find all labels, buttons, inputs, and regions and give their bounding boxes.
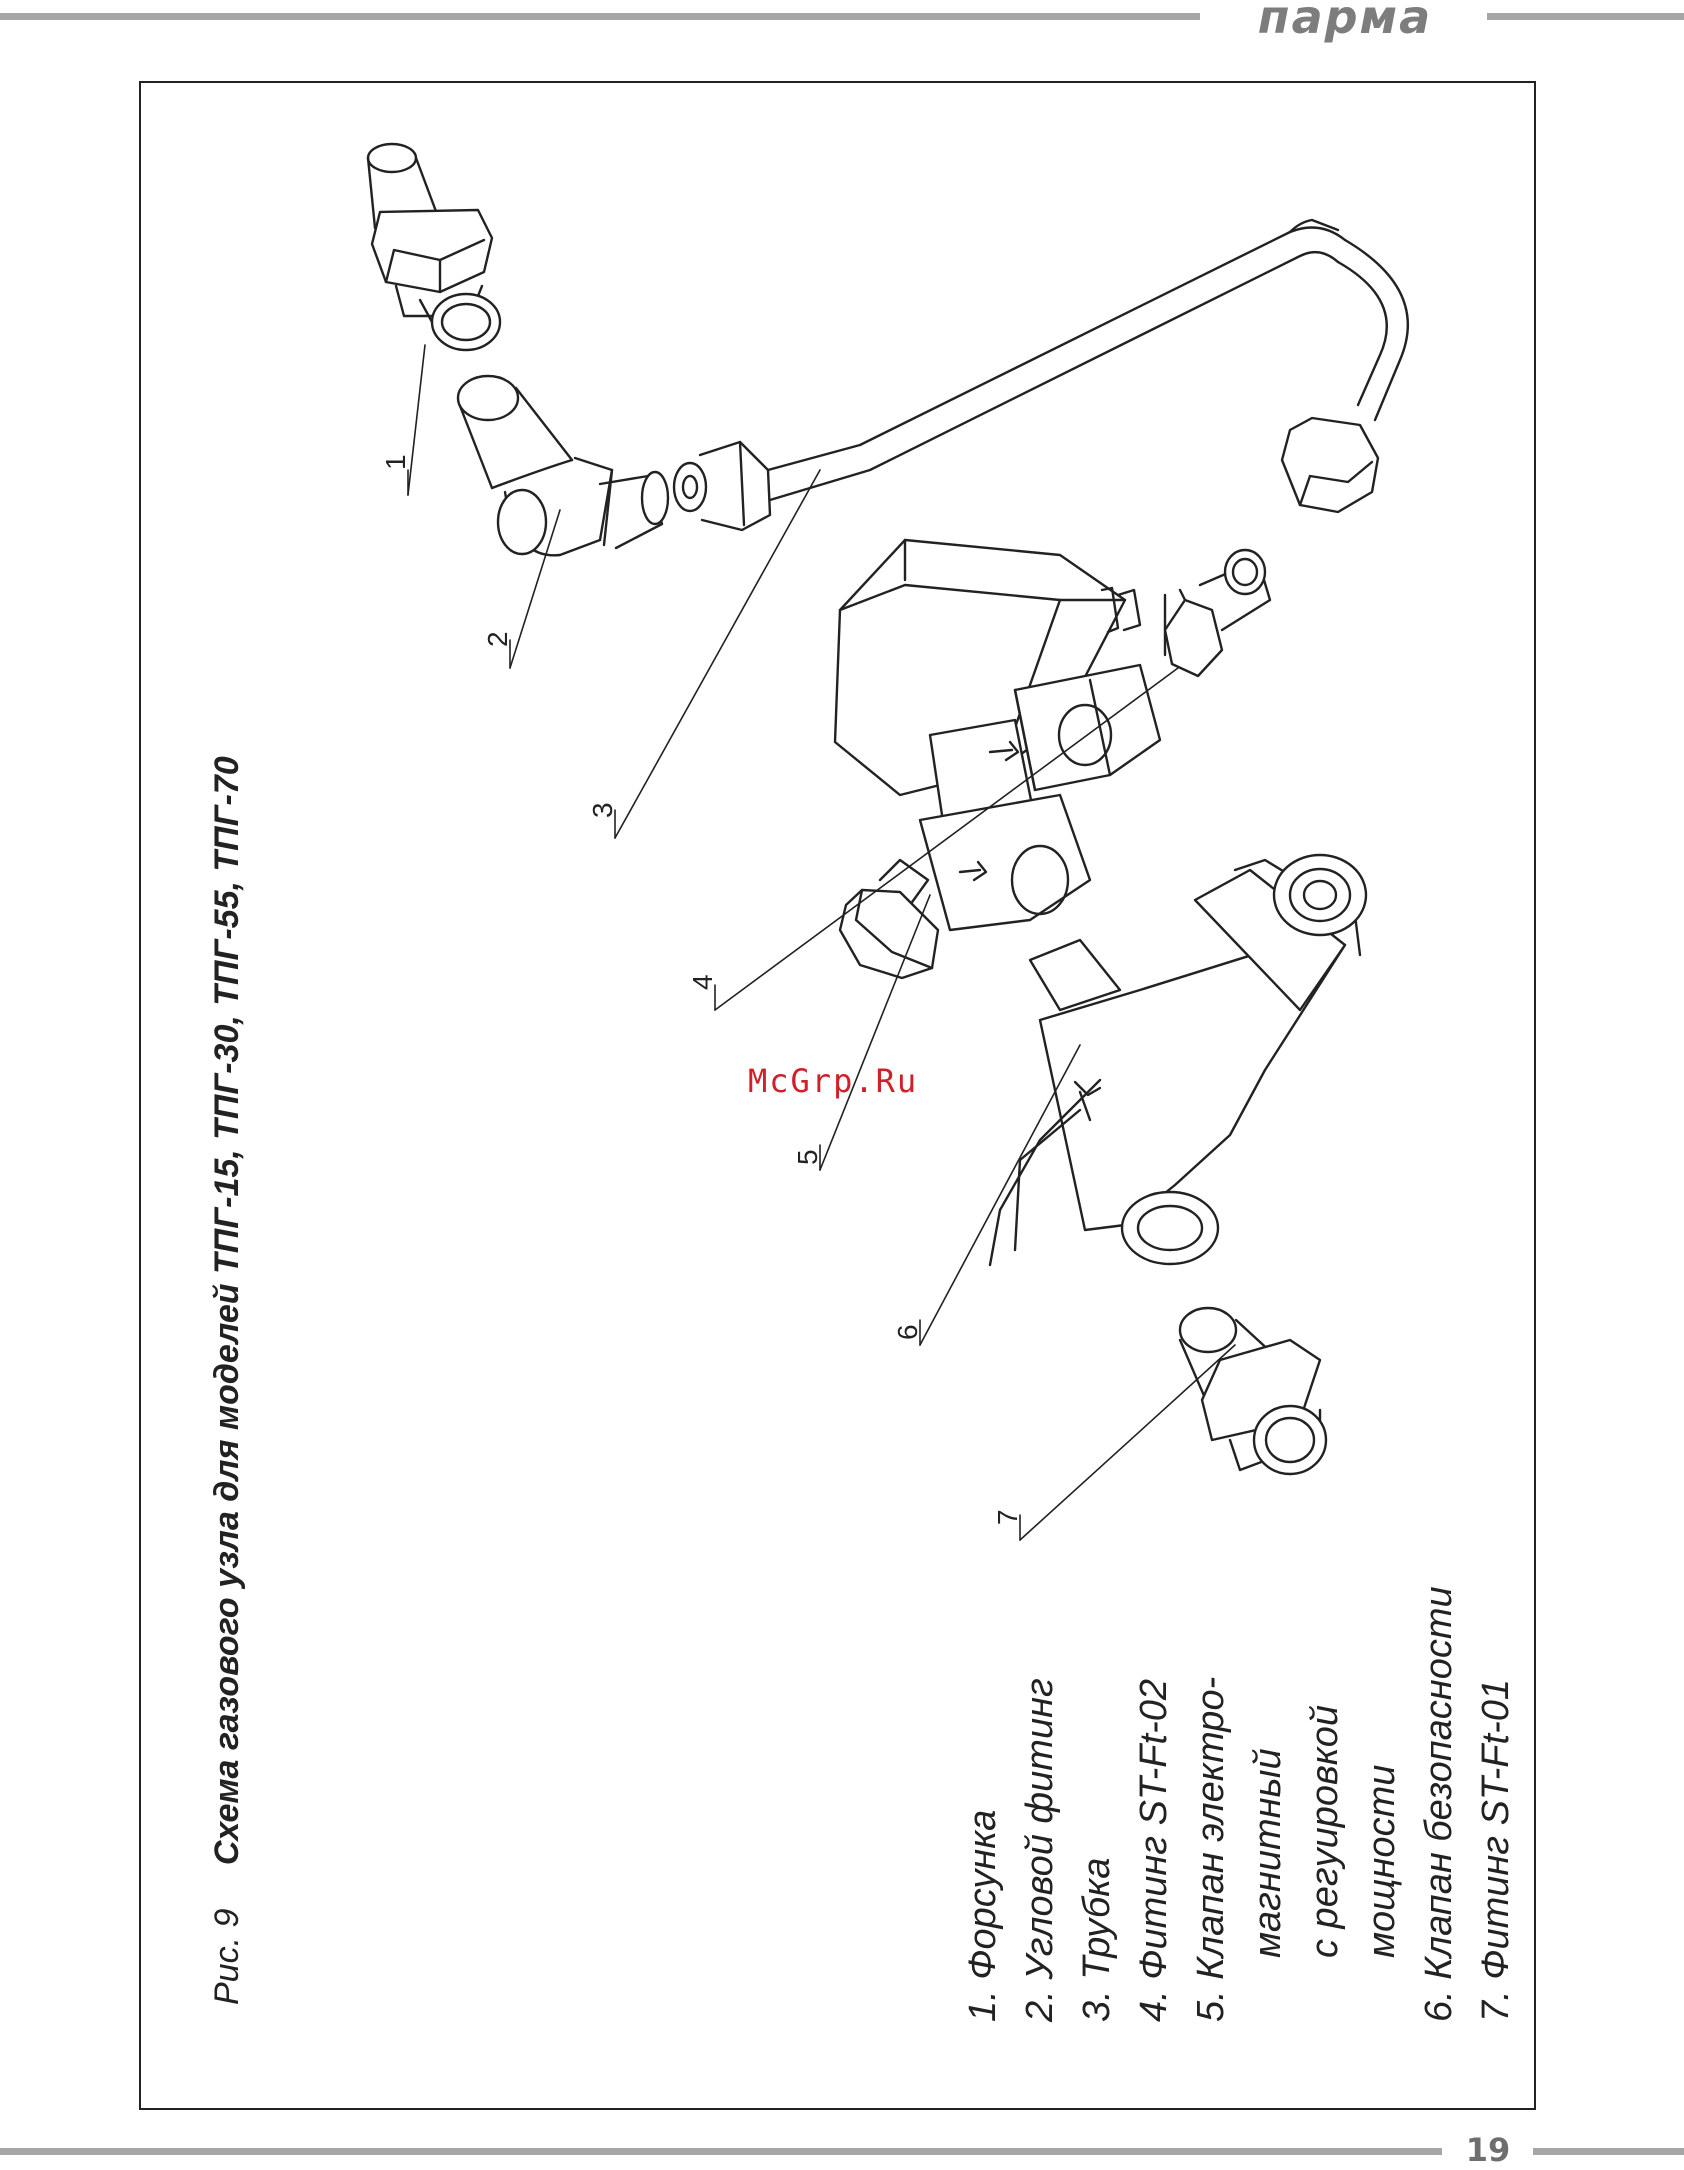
part-solenoid-valve — [835, 540, 1205, 978]
part-safety-valve — [990, 855, 1366, 1265]
legend-item-4: 4. Фитинг ST-Ft-02 — [1126, 1586, 1183, 2022]
callout-5: 5 — [792, 1149, 823, 1165]
callout-3: 3 — [587, 802, 618, 818]
watermark: McGrp.Ru — [748, 1062, 918, 1100]
part-nozzle — [368, 144, 500, 350]
parts-legend: 1. Форсунка 2. Угловой фитинг 3. Трубка … — [955, 1586, 1525, 2022]
callout-7: 7 — [992, 1509, 1023, 1525]
legend-item-1: 1. Форсунка — [955, 1586, 1012, 2022]
part-fitting-st-ft-01 — [1180, 1308, 1326, 1474]
part-fitting-st-ft-02 — [1165, 550, 1270, 676]
part-tube — [674, 220, 1408, 530]
figure-caption: Рис. 9 Схема газового узла для моделей Т… — [205, 756, 249, 2005]
legend-item-2: 2. Угловой фитинг — [1012, 1586, 1069, 2022]
callout-6: 6 — [892, 1324, 923, 1340]
legend-item-5-line-3: с регуировкой — [1297, 1586, 1354, 2022]
figure-title: Схема газового узла для моделей ТПГ-15, … — [208, 756, 246, 1865]
page-number: 19 — [1446, 2130, 1530, 2170]
legend-item-3: 3. Трубка — [1069, 1586, 1126, 2022]
callout-4: 4 — [687, 974, 718, 990]
footer-rule-left — [0, 2148, 1442, 2155]
part-angle-fitting — [458, 376, 668, 555]
footer-rule-right — [1533, 2148, 1684, 2155]
legend-item-5: 5. Клапан электро- — [1183, 1586, 1240, 2022]
callout-2: 2 — [482, 631, 513, 647]
legend-item-7: 7. Фитинг ST-Ft-01 — [1468, 1586, 1525, 2022]
legend-item-6: 6. Клапан безопасности — [1411, 1586, 1468, 2022]
callout-1: 1 — [380, 454, 411, 470]
figure-label: Рис. 9 — [208, 1909, 246, 2005]
legend-item-5-line-2: магнитный — [1240, 1586, 1297, 2022]
legend-item-5-line-4: мощности — [1354, 1586, 1411, 2022]
